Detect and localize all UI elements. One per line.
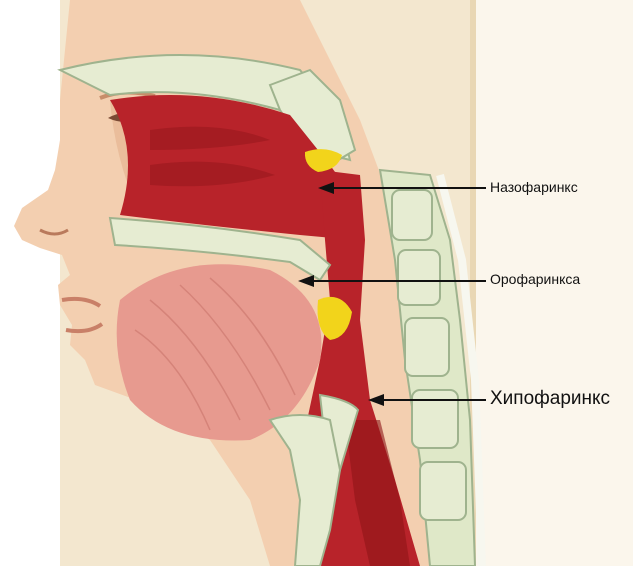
vertebra [412, 390, 458, 448]
vertebra [405, 318, 449, 376]
oropharynx-label: Орофаринкса [490, 271, 580, 287]
vertebra [392, 190, 432, 240]
nasopharynx-label: Назофаринкс [490, 179, 578, 195]
vertebra [398, 250, 440, 305]
hypopharynx-label: Хипофаринкс [490, 388, 610, 410]
vertebra [420, 462, 466, 520]
